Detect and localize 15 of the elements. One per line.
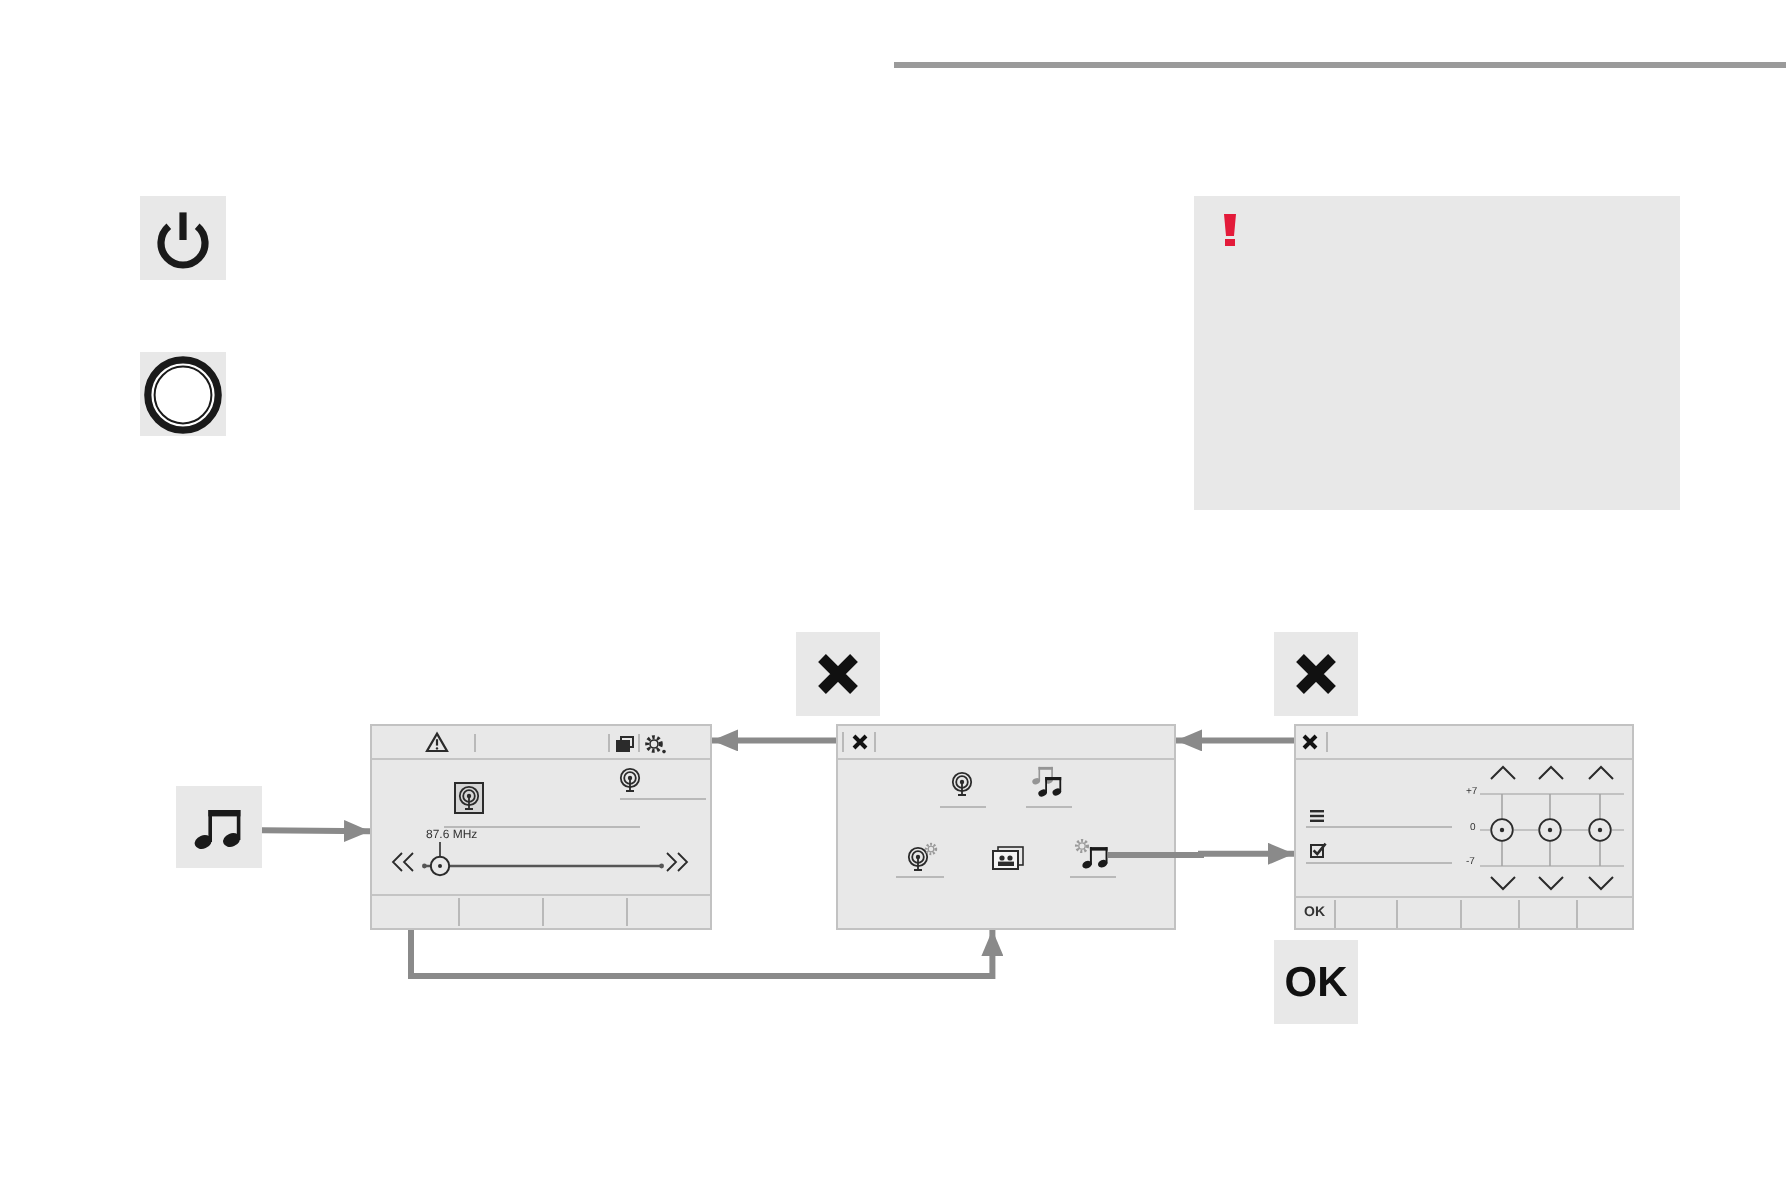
close-button	[796, 632, 880, 716]
power-button	[140, 196, 226, 280]
arrow	[1108, 842, 1294, 865]
music-settings-icon	[1074, 838, 1108, 872]
music-button	[176, 786, 262, 868]
display-screen	[1294, 724, 1634, 930]
display-screen	[836, 724, 1176, 930]
arrow	[1176, 729, 1294, 752]
note-panel	[1194, 196, 1680, 510]
arrow	[712, 729, 836, 752]
close-button	[1274, 632, 1358, 716]
arrow	[408, 930, 1004, 979]
ok-button: OK	[1274, 940, 1358, 1024]
arrow	[261, 819, 371, 842]
display-screen	[370, 724, 712, 930]
